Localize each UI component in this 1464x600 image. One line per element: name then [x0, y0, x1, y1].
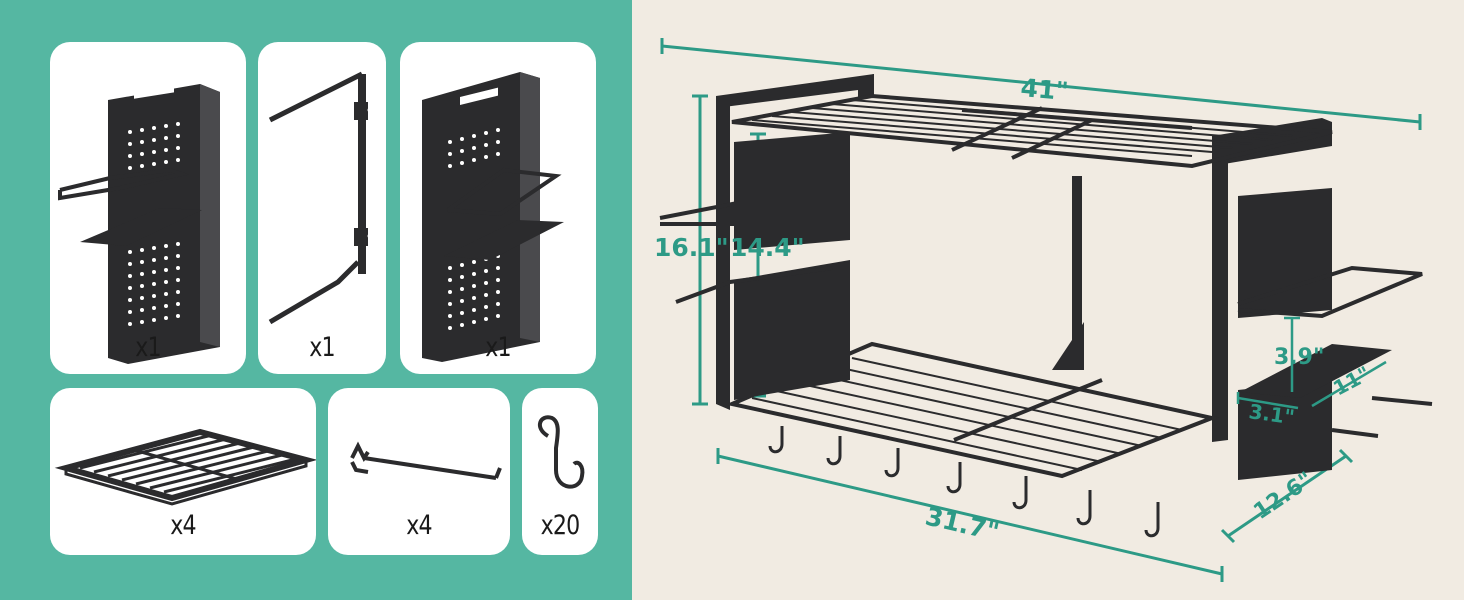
dimension-label-shelf-gap: 3.9" — [1274, 345, 1324, 370]
quantity-label: x4 — [170, 510, 196, 541]
center-post — [1072, 176, 1082, 366]
hanging-hooks — [768, 426, 1160, 538]
bracket-icon — [268, 71, 373, 325]
part-card-pegboard-hook: x4 — [328, 388, 510, 555]
quantity-label: x1 — [309, 332, 335, 363]
top-shelf-wires — [751, 99, 1293, 157]
quantity-label: x4 — [406, 510, 432, 541]
quantity-label: x1 — [135, 332, 161, 363]
assembled-view-panel: 41" 16.1" 14.4" 31.7" 12.6" 3.9" 11" 3.1… — [632, 0, 1464, 600]
dimension-label-bottom-width: 31.7" — [923, 502, 1002, 547]
dimension-label-inner-height: 14.4" — [730, 233, 805, 262]
dimension-line-overall-width — [660, 38, 1422, 130]
parts-panel: x1 x1 — [0, 0, 632, 600]
right-pegboard-bottom — [1238, 380, 1332, 480]
part-card-center-support-bracket: x1 — [258, 42, 386, 374]
dimension-line-shelf-width — [1311, 360, 1387, 408]
quantity-label: x20 — [540, 510, 581, 541]
dimension-label-total-height: 16.1" — [654, 233, 729, 262]
right-pegboard-top — [1238, 188, 1332, 318]
part-card-side-panel-right: x1 — [400, 42, 596, 374]
dimension-label-overall-width: 41" — [1019, 73, 1069, 106]
dimension-line-bottom-width — [716, 448, 1224, 582]
side-panel-icon — [58, 84, 220, 364]
dimension-line-total-height — [692, 94, 708, 406]
part-card-side-panel-left: x1 — [50, 42, 246, 374]
side-panel-icon — [422, 72, 564, 362]
part-card-wire-shelf: x4 — [50, 388, 316, 555]
bottom-shelf-wires — [751, 357, 1183, 471]
part-card-s-hook: x20 — [522, 388, 598, 555]
s-hook-icon — [537, 415, 585, 489]
peg-hook-icon — [350, 441, 502, 480]
left-pegboard-top — [734, 132, 850, 250]
assembled-rack-diagram: 41" 16.1" 14.4" 31.7" 12.6" 3.9" 11" 3.1… — [654, 38, 1433, 582]
left-pegboard-bottom — [734, 260, 850, 400]
wire-grid-icon — [54, 428, 316, 506]
quantity-label: x1 — [485, 332, 511, 363]
dimension-line-shelf-depth — [1236, 392, 1299, 410]
dimension-line-shelf-gap — [1284, 316, 1300, 392]
